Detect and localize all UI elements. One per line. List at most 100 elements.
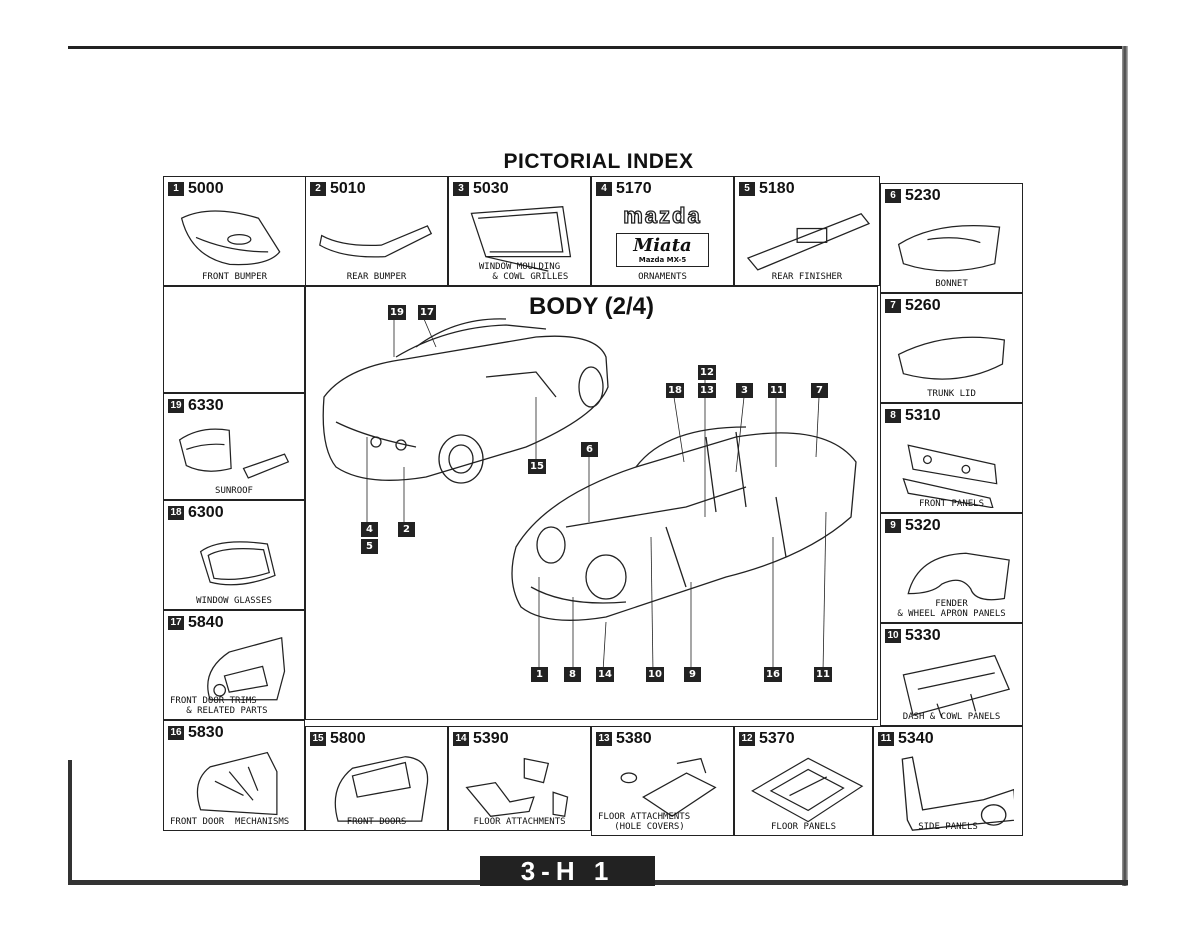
cell-code: 5370 xyxy=(759,730,795,747)
floor-attachments-sketch xyxy=(465,757,569,818)
callout-badge[interactable]: 7 xyxy=(811,383,828,398)
callout-badge[interactable]: 14 xyxy=(596,667,614,682)
cell-caption: SUNROOF xyxy=(215,486,253,496)
cell-number-badge: 8 xyxy=(885,409,901,423)
cell-number-badge: 6 xyxy=(885,189,901,203)
cell-caption: DASH & COWL PANELS xyxy=(902,712,1001,722)
callout-badge[interactable]: 13 xyxy=(698,383,716,398)
cell-number-badge: 17 xyxy=(168,616,184,630)
rear-finisher-sketch xyxy=(746,213,871,271)
callout-badge[interactable]: 4 xyxy=(361,522,378,537)
miata-script: Miata xyxy=(633,235,692,256)
cell-number-badge: 5 xyxy=(739,182,755,196)
cell-number-badge: 18 xyxy=(168,506,184,520)
callout-badge[interactable]: 3 xyxy=(736,383,753,398)
callout-badge[interactable]: 5 xyxy=(361,539,378,554)
cell-number-badge: 2 xyxy=(310,182,326,196)
cell-caption: FLOOR ATTACHMENTS xyxy=(473,817,566,827)
rear-car-sketch xyxy=(322,318,609,484)
sunroof-sketch xyxy=(178,428,290,479)
cell-number-badge: 4 xyxy=(596,182,612,196)
cell-caption: FRONT BUMPER xyxy=(201,272,268,282)
cell-code: 5170 xyxy=(616,180,652,197)
cell-number-badge: 11 xyxy=(878,732,894,746)
cell-caption: BONNET xyxy=(935,279,968,289)
cell-number-badge: 3 xyxy=(453,182,469,196)
callout-badge[interactable]: 18 xyxy=(666,383,684,398)
cell-code: 5010 xyxy=(330,180,366,197)
cell-header: 8 5310 xyxy=(885,407,941,425)
callout-badge[interactable]: 6 xyxy=(581,442,598,457)
cell-code: 5260 xyxy=(905,297,941,314)
side-panels-sketch xyxy=(901,756,1014,831)
cell-code: 5310 xyxy=(905,407,941,424)
cell-code: 6300 xyxy=(188,504,224,521)
callout-badge[interactable]: 8 xyxy=(564,667,581,682)
callout-badge[interactable]: 17 xyxy=(418,305,436,320)
cell-number-badge: 1 xyxy=(168,182,184,196)
floor-panels-sketch xyxy=(751,757,864,823)
blank-cell xyxy=(163,286,305,393)
cell-caption: TRUNK LID xyxy=(927,389,976,399)
cell-caption: WINDOW GLASSES xyxy=(196,596,272,606)
mazda-logo-text: mazda xyxy=(623,202,702,228)
callout-badge[interactable]: 12 xyxy=(698,365,716,380)
rear-bumper-sketch xyxy=(319,225,433,258)
page-title: PICTORIAL INDEX xyxy=(503,150,694,173)
callout-badge[interactable]: 16 xyxy=(764,667,782,682)
callout-badge[interactable]: 11 xyxy=(768,383,786,398)
cell-header: 3 5030 xyxy=(453,180,509,198)
cell-caption: WINDOW MOULDING & COWL GRILLES xyxy=(478,262,569,282)
callout-badge[interactable]: 9 xyxy=(684,667,701,682)
cell-code: 5030 xyxy=(473,180,509,197)
callout-badge[interactable]: 19 xyxy=(388,305,406,320)
cell-caption: FRONT PANELS xyxy=(918,499,985,509)
cell-code: 5180 xyxy=(759,180,795,197)
page-border-left xyxy=(68,760,72,885)
cell-code: 5340 xyxy=(898,730,934,747)
dash-cowl-sketch xyxy=(902,654,1011,719)
cell-caption: FLOOR PANELS xyxy=(770,822,837,832)
callout-badge[interactable]: 10 xyxy=(646,667,664,682)
cell-number-badge: 12 xyxy=(739,732,755,746)
cell-header: 2 5010 xyxy=(310,180,366,198)
bonnet-sketch xyxy=(897,225,1001,272)
cell-code: 5800 xyxy=(330,730,366,747)
callout-badge[interactable]: 11 xyxy=(814,667,832,682)
callout-badge[interactable]: 15 xyxy=(528,459,546,474)
cell-code: 5230 xyxy=(905,187,941,204)
door-mechanism-sketch xyxy=(196,751,278,816)
cell-caption: FRONT DOORS xyxy=(346,817,407,827)
fender-sketch xyxy=(907,552,1010,601)
callout-badge[interactable]: 2 xyxy=(398,522,415,537)
page-code: 3-H 1 xyxy=(480,856,655,886)
callout-badge[interactable]: 1 xyxy=(531,667,548,682)
body-title: BODY (2/4) xyxy=(529,293,654,320)
